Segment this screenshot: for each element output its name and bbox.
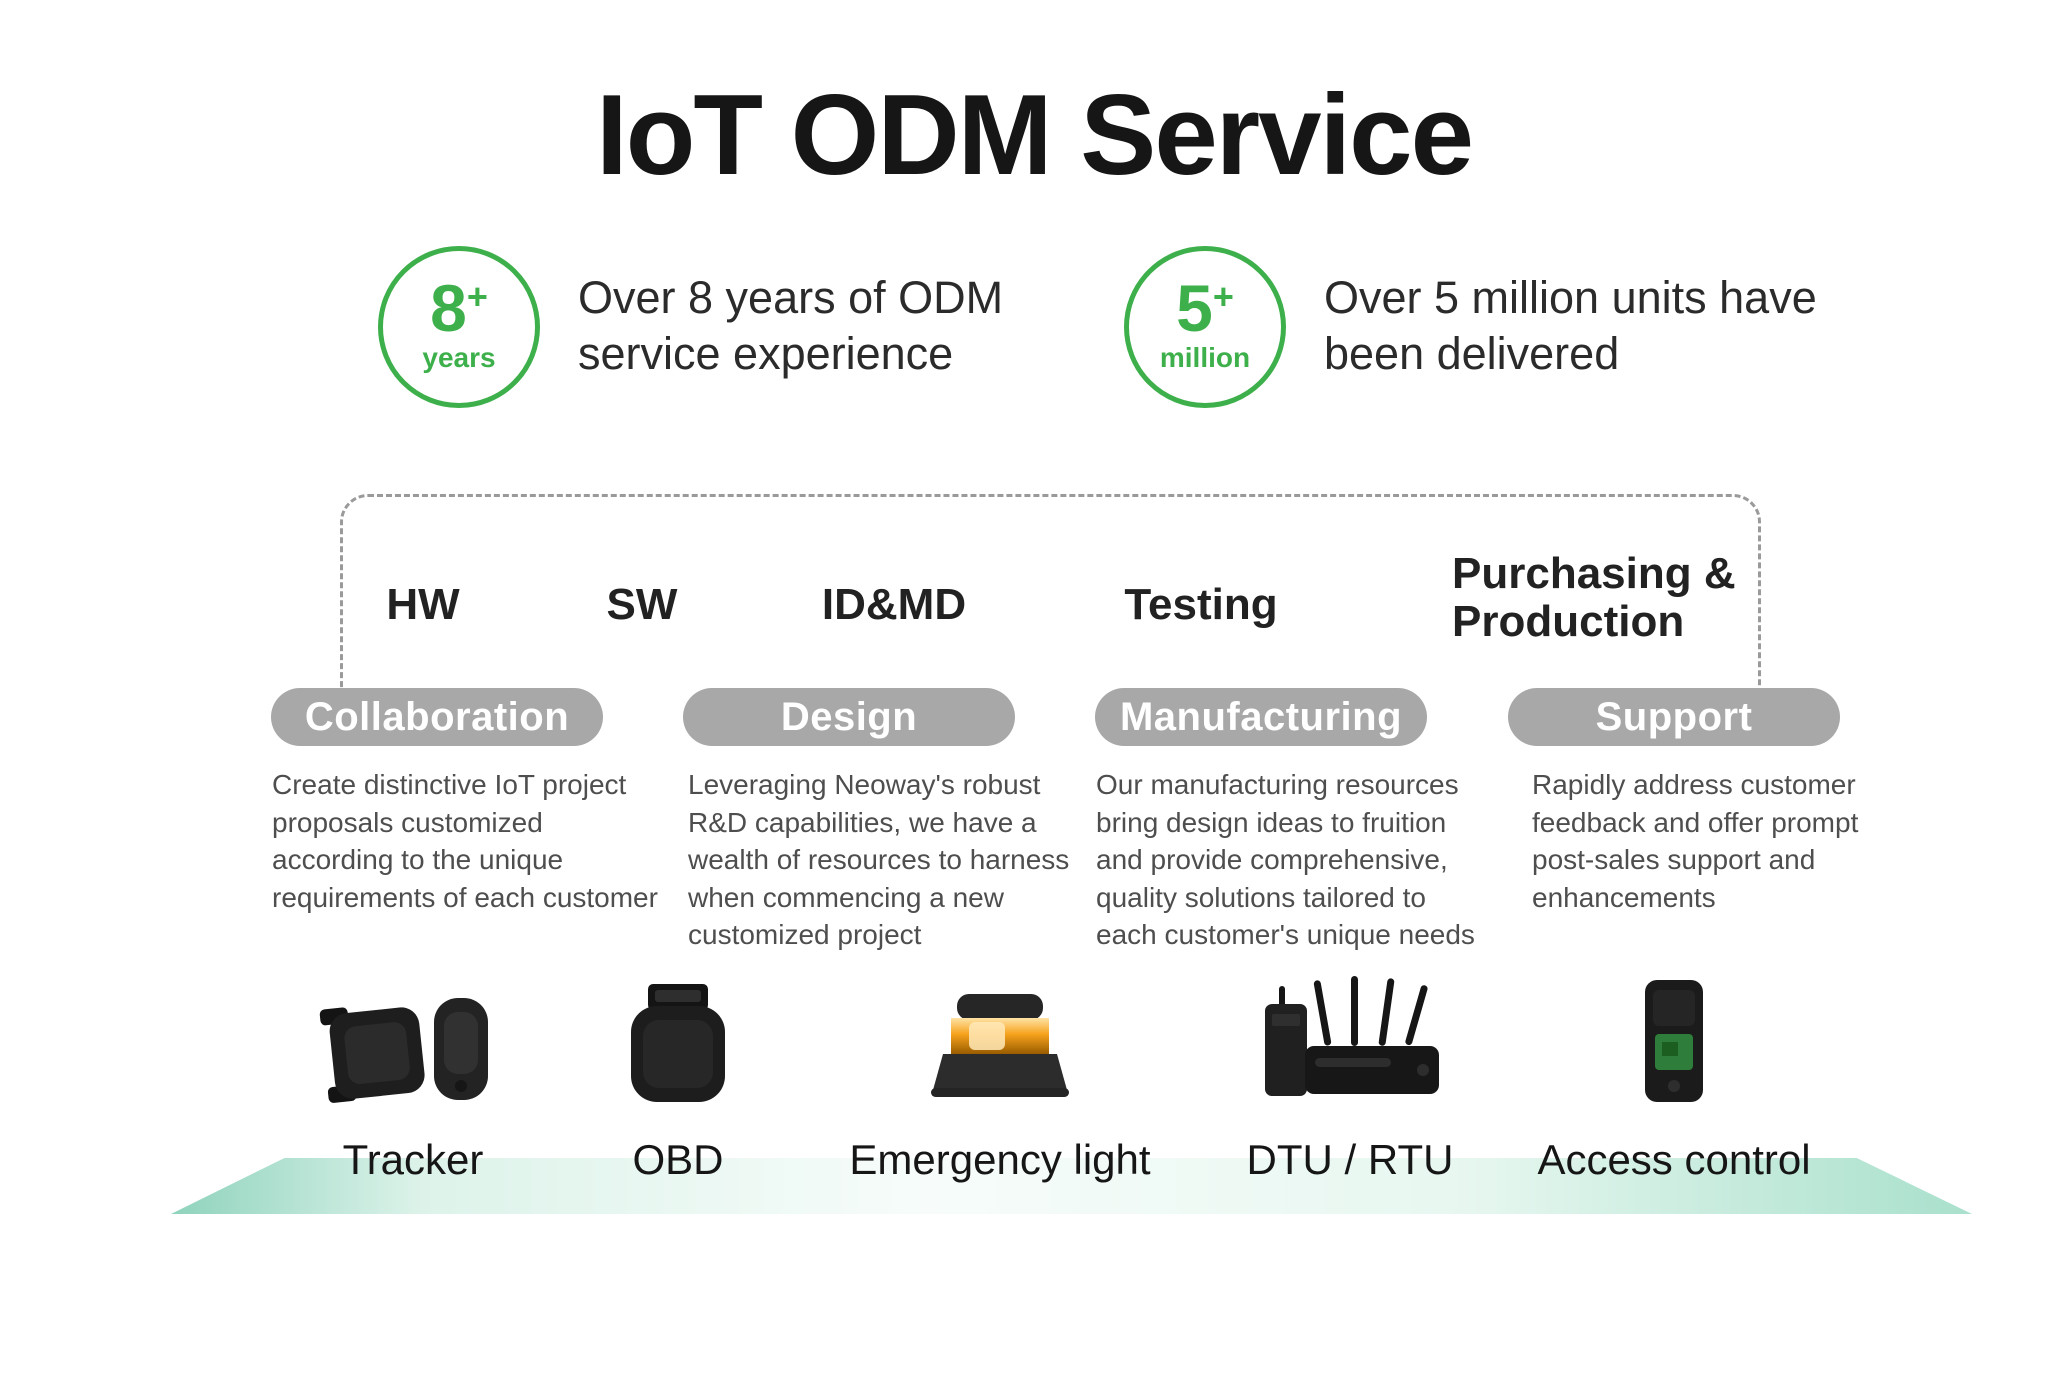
stat-years-description: Over 8 years of ODM service experience (578, 272, 1004, 379)
phase-pill-collaboration: Collaboration (271, 688, 603, 746)
page-title: IoT ODM Service (596, 72, 1474, 199)
stat-years-unit: years (422, 341, 496, 373)
product-label: Emergency light (849, 1136, 1151, 1183)
phase-pill-manufacturing: Manufacturing (1095, 688, 1427, 746)
stage-label-hw: HW (386, 580, 460, 629)
stat-million-description: Over 5 million units have been delivered (1324, 272, 1817, 379)
stat-badge-million: 5 + million (1124, 246, 1286, 408)
plus-icon: + (466, 276, 488, 318)
phase-description-design: Leveraging Neoway's robust R&D capabilit… (688, 769, 1070, 951)
product-dtu-rtu: DTU / RTU (1120, 960, 1580, 1184)
phase-pill-design: Design (683, 688, 1015, 746)
plus-icon: + (1212, 276, 1234, 318)
access-control-device-icon (1599, 960, 1749, 1120)
stat-years-value: 8 + (430, 271, 488, 346)
stat-years-number: 8 (430, 271, 467, 346)
stage-label-idmd: ID&MD (821, 580, 967, 629)
phase-pill-support: Support (1508, 688, 1840, 746)
phase-description-collaboration: Create distinctive IoT project proposals… (272, 769, 658, 913)
stage-label-testing: Testing (1124, 580, 1278, 629)
obd-device-icon (593, 960, 763, 1120)
product-tracker: Tracker (183, 960, 643, 1184)
stage-label-purchasing-production: Purchasing & Production (1452, 549, 1736, 647)
stat-badge-years: 8 + years (378, 246, 540, 408)
stat-million-value: 5 + (1176, 271, 1234, 346)
product-obd: OBD (448, 960, 908, 1184)
product-label: OBD (632, 1136, 724, 1183)
product-label: Access control (1537, 1136, 1811, 1183)
stat-million-unit: million (1159, 341, 1251, 373)
dtu-rtu-device-icon (1235, 960, 1465, 1120)
emergency-light-icon (905, 960, 1095, 1120)
product-access-control: Access control (1444, 960, 1904, 1184)
platform-floor (171, 1158, 1972, 1214)
stat-million-number: 5 (1176, 271, 1213, 346)
stage-label-sw: SW (606, 580, 678, 629)
product-label: Tracker (342, 1136, 484, 1183)
process-bracket-dashed-border (340, 494, 1761, 720)
product-emergency-light: Emergency light (770, 960, 1230, 1184)
tracker-device-icon (308, 960, 518, 1120)
phase-description-support: Rapidly address customer feedback and of… (1532, 769, 1859, 913)
product-label: DTU / RTU (1246, 1136, 1454, 1183)
phase-description-manufacturing: Our manufacturing resources bring design… (1096, 769, 1475, 951)
